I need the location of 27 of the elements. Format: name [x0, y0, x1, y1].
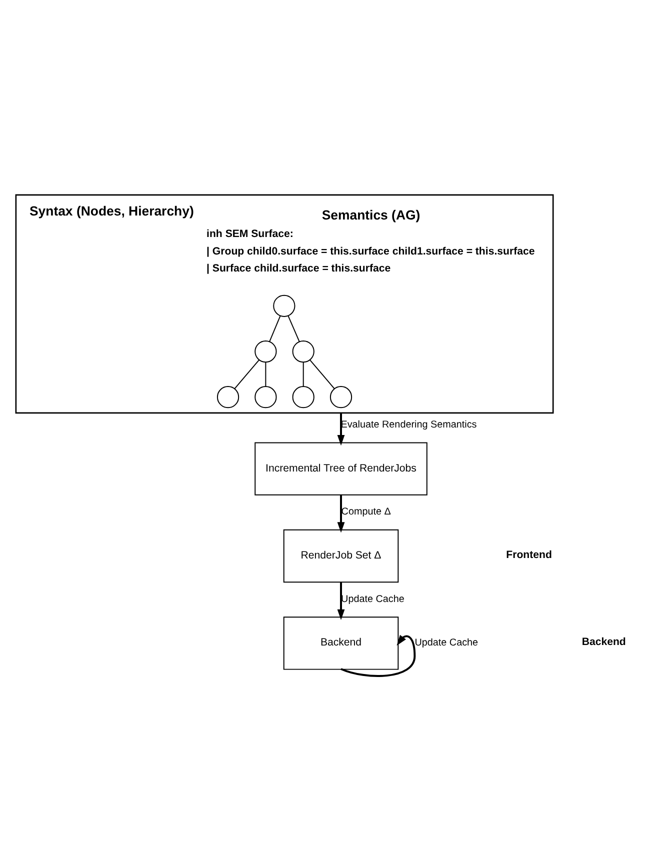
- connector: [269, 315, 281, 342]
- label: Frontend: [506, 548, 552, 561]
- edge-label: Update Cache: [414, 638, 478, 649]
- node-box: RenderJob Set Δ: [283, 529, 399, 583]
- node-box: Backend: [283, 616, 399, 670]
- node-circle: [292, 386, 314, 408]
- connector: [265, 362, 266, 387]
- arrow: [337, 582, 345, 620]
- node-circle: [330, 386, 352, 408]
- label: Backend: [582, 636, 626, 648]
- node-circle: [254, 340, 277, 363]
- connector: [309, 359, 335, 390]
- node-circle: [292, 340, 314, 363]
- connector: [234, 359, 260, 390]
- arrow: [337, 412, 345, 446]
- arrow: [340, 634, 416, 677]
- connector: [302, 362, 304, 387]
- node-circle: [273, 294, 296, 317]
- edge-label: Evaluate Rendering Semantics: [340, 419, 477, 430]
- cluster: Syntax (Nodes, Hierarchy) Semantics (AG) inh SEM Surface: | Group child0.surface = this.surface child1.surface = this.surface | Surface child.surface = this.surface: [15, 194, 554, 414]
- edge-label: Compute Δ: [341, 506, 391, 518]
- node-circle: [216, 386, 240, 408]
- node-box: Incremental Tree of RenderJobs: [254, 442, 428, 496]
- edge-label: Update Cache: [341, 594, 404, 605]
- connector: [288, 315, 300, 342]
- node-circle: [254, 386, 277, 408]
- arrow: [337, 495, 345, 533]
